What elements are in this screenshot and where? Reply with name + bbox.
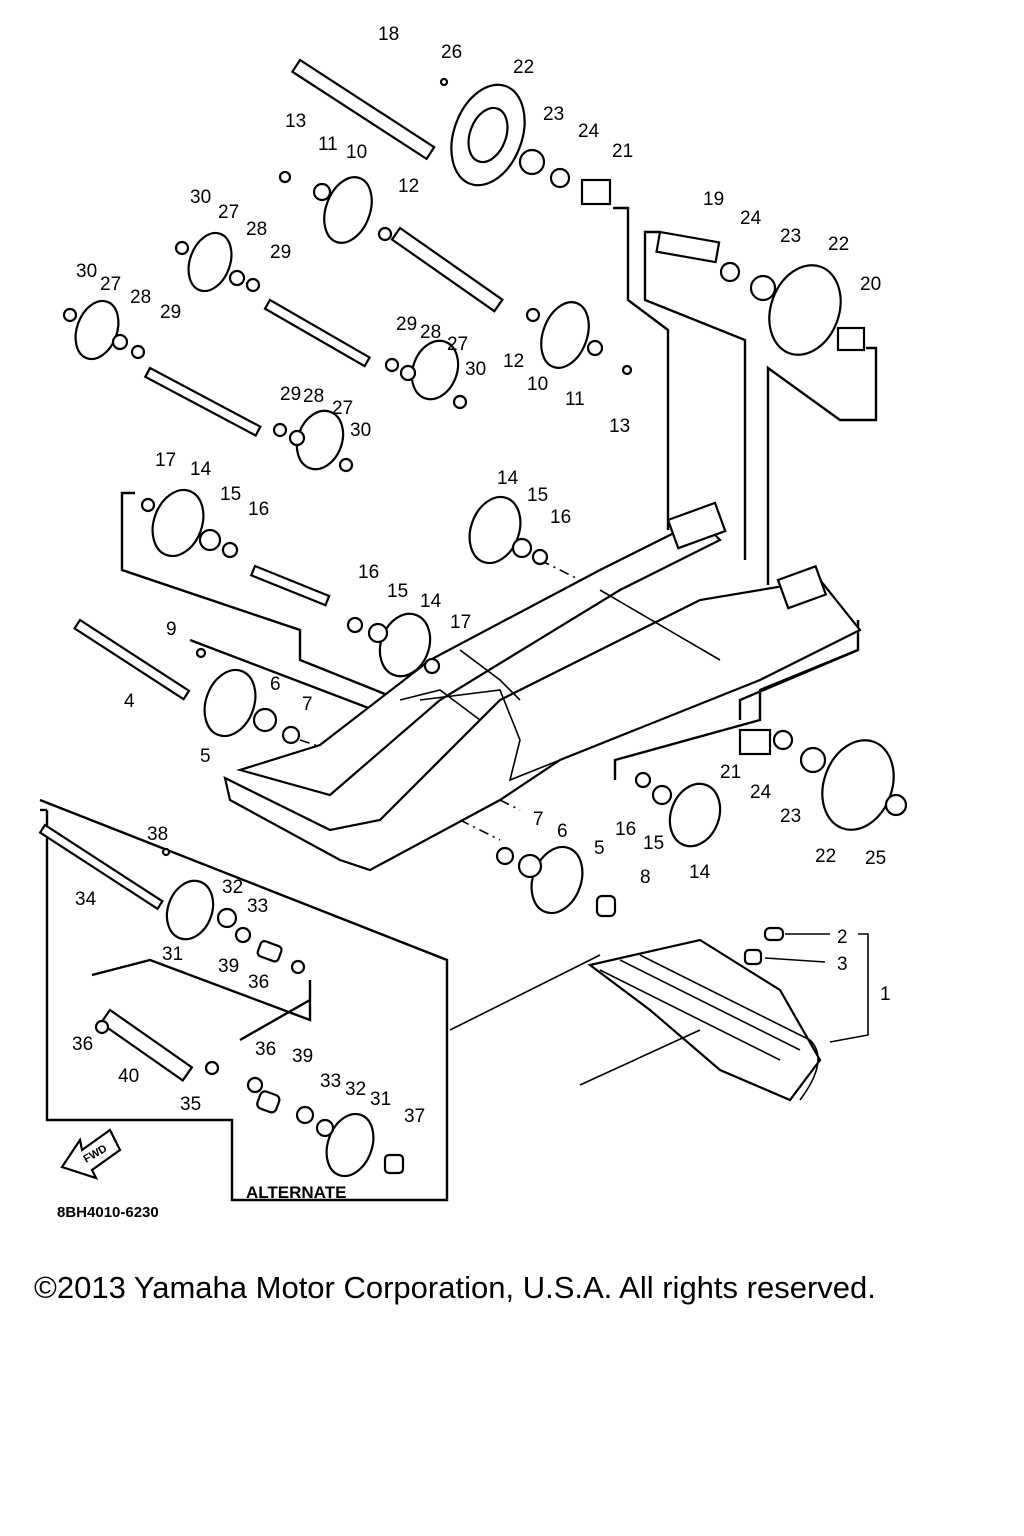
callout-33: 33 [247,896,268,917]
callout-13b: 13 [609,416,630,437]
copyright-notice: ©2013 Yamaha Motor Corporation, U.S.A. A… [34,1270,876,1305]
exploded-parts-diagram: 1 2 3 4 5 5 6 6 7 7 8 9 10 10 11 11 12 1… [38,24,908,1221]
callout-22: 22 [513,57,534,78]
callout-35: 35 [180,1094,201,1115]
callout-29c: 29 [396,314,417,335]
callout-27: 27 [218,202,239,223]
callout-15d: 15 [643,833,664,854]
callout-30c: 30 [465,359,486,380]
callout-5: 5 [200,746,211,767]
callout-17b: 17 [450,612,471,633]
fwd-arrow-icon: FWD [60,1128,122,1180]
callout-21: 21 [612,141,633,162]
callout-29b: 29 [160,302,181,323]
callout-11b: 11 [565,389,585,410]
callout-20: 20 [860,274,881,295]
callout-32b: 32 [345,1079,366,1100]
callout-18: 18 [378,24,399,45]
callout-6: 6 [270,674,281,695]
callout-16d: 16 [615,819,636,840]
callout-21b: 21 [720,762,741,783]
small-parts [62,77,908,1175]
callout-13: 13 [285,111,306,132]
callout-23b: 23 [780,226,801,247]
callout-12b: 12 [503,351,524,372]
callout-15b: 15 [527,485,548,506]
callout-36b: 36 [72,1034,93,1055]
callout-6b: 6 [557,821,568,842]
shafts [38,58,866,1082]
callout-14d: 14 [689,862,711,883]
callout-31b: 31 [370,1089,391,1110]
callout-28b: 28 [130,287,151,308]
callout-8: 8 [640,867,651,888]
callout-7b: 7 [533,809,544,830]
callout-16c: 16 [358,562,379,583]
callout-14b: 14 [497,468,519,489]
callout-5b: 5 [594,838,605,859]
callout-25: 25 [865,848,886,869]
drawing-code: 8BH4010-6230 [57,1204,159,1221]
callout-1: 1 [880,984,891,1005]
callout-17: 17 [155,450,176,471]
alternate-caption: ALTERNATE [246,1183,346,1202]
callout-7: 7 [302,694,313,715]
callout-labels: 1 2 3 4 5 5 6 6 7 7 8 9 10 10 11 11 12 1… [72,24,891,1127]
callout-15c: 15 [387,581,408,602]
callout-28d: 28 [303,386,324,407]
callout-34: 34 [75,889,97,910]
callout-23: 23 [543,104,564,125]
callout-39: 39 [218,956,239,977]
callout-26: 26 [441,42,462,63]
callout-27c: 27 [447,334,468,355]
callout-9: 9 [166,619,177,640]
callout-37: 37 [404,1106,425,1127]
callout-2: 2 [837,927,848,948]
callout-29: 29 [270,242,291,263]
callout-4: 4 [124,691,135,712]
callout-22c: 22 [815,846,836,867]
track [579,926,822,1102]
callout-16: 16 [248,499,269,520]
callout-30d: 30 [350,420,371,441]
callout-29d: 29 [280,384,301,405]
callout-28c: 28 [420,322,441,343]
callout-14: 14 [190,459,212,480]
callout-32: 32 [222,877,243,898]
callout-10: 10 [346,142,367,163]
callout-38: 38 [147,824,168,845]
callout-3: 3 [837,954,848,975]
callout-24c: 24 [750,782,772,803]
callout-33b: 33 [320,1071,341,1092]
callout-15: 15 [220,484,241,505]
callout-39b: 39 [292,1046,313,1067]
callout-22b: 22 [828,234,849,255]
callout-19: 19 [703,189,724,210]
callout-36c: 36 [255,1039,276,1060]
wheels [74,83,895,1178]
callout-24: 24 [578,121,600,142]
callout-23c: 23 [780,806,801,827]
callout-31: 31 [162,944,183,965]
callout-27d: 27 [332,398,353,419]
callout-40: 40 [118,1066,139,1087]
callout-36: 36 [248,972,269,993]
callout-30b: 30 [76,261,97,282]
callout-16b: 16 [550,507,571,528]
callout-14c: 14 [420,591,442,612]
callout-24b: 24 [740,208,762,229]
callout-28: 28 [246,219,267,240]
callout-10b: 10 [527,374,548,395]
callout-27b: 27 [100,274,121,295]
callout-30: 30 [190,187,211,208]
suspension-frame [223,501,862,872]
callout-12: 12 [398,176,419,197]
callout-11: 11 [318,134,338,155]
